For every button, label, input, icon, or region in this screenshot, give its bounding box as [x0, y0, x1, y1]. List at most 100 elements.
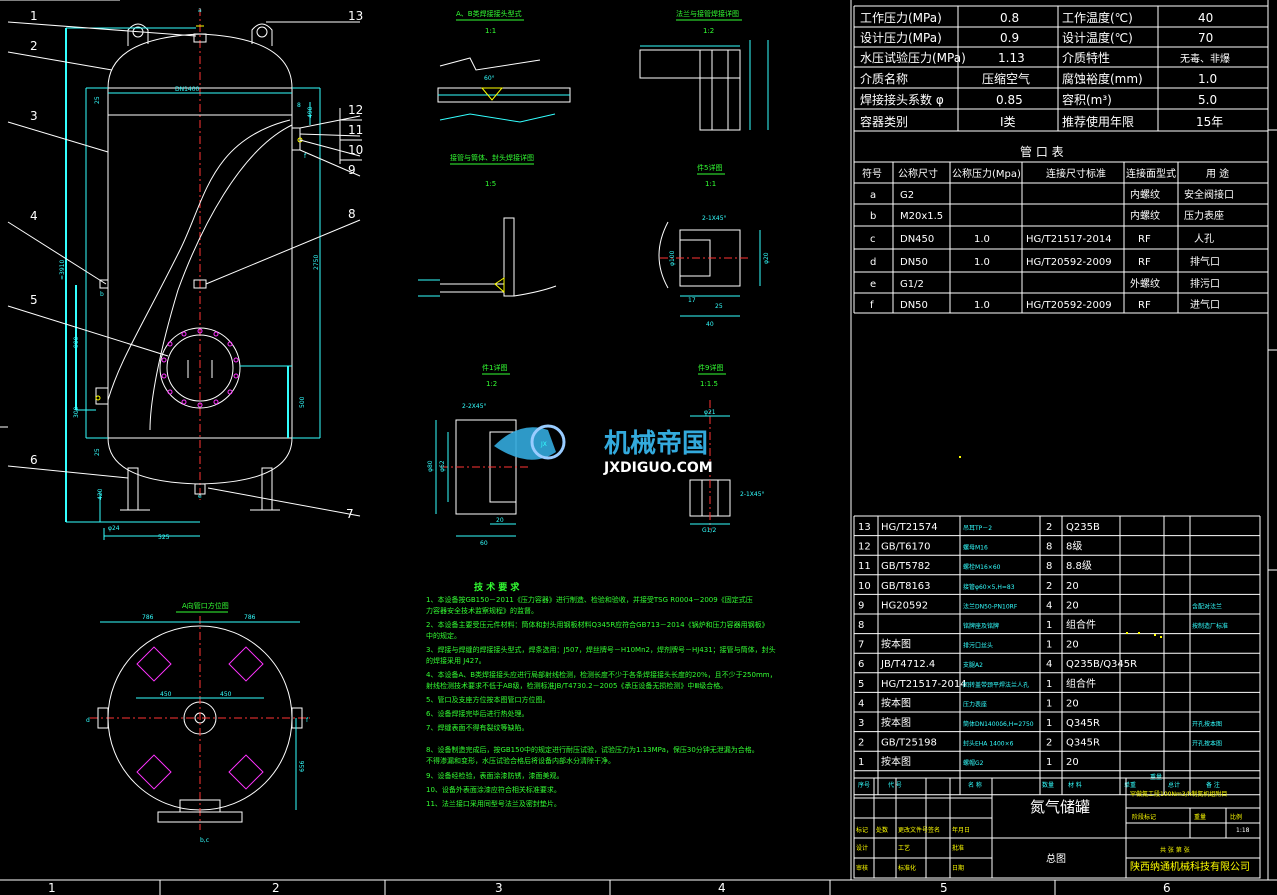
parts-header: 重量 — [1150, 773, 1162, 781]
part-remark: 含配对法兰 — [1192, 602, 1222, 610]
detail-scale: 1:1 — [705, 180, 716, 188]
part-material: 20 — [1066, 698, 1079, 709]
param-value: 70 — [1198, 31, 1213, 45]
tech-item: 7、焊缝表面不得有裂纹等缺陷。 — [426, 723, 528, 732]
part-code: HG/T21517-2014 — [881, 679, 967, 690]
watermark: JX 机械帝国 JXDIGUO.COM — [494, 424, 713, 476]
param-value: Ⅰ类 — [1000, 115, 1016, 129]
nozzle-table: 管 口 表 符号 公称尺寸 公称压力(Mpa) 连接尺寸标准 连接面型式 用 途… — [854, 144, 1268, 314]
tech-item: 中的规定。 — [426, 631, 461, 640]
nozzle-row: d DN50 1.0 HG/T20592-2009 RF 排气口 — [870, 255, 1220, 268]
cell: RF — [1138, 300, 1151, 311]
part-material: 组合件 — [1066, 618, 1096, 631]
nozzle-row: f DN50 1.0 HG/T20592-2009 RF 进气口 — [870, 298, 1220, 311]
callout: 12 — [348, 103, 363, 117]
part-name: 接管φ60×5,H=83 — [963, 583, 1015, 591]
tb-label: 工艺 — [898, 844, 910, 852]
part-qty: 1 — [1046, 698, 1052, 709]
project-name: 罕做氮工段100Nm3/h制氮机组附目 — [1130, 790, 1227, 798]
cell: e — [870, 279, 876, 290]
detail-scale: 1:2 — [703, 27, 714, 35]
cell: HG/T21517-2014 — [1026, 234, 1112, 245]
dim: φ20 — [763, 252, 770, 264]
parts-header: 材 料 — [1068, 781, 1082, 789]
parts-header: 单重 — [1124, 781, 1136, 789]
parts-header: 总计 — [1168, 781, 1180, 789]
dim-300: 300 — [73, 406, 80, 418]
part-material: Q235B — [1066, 522, 1100, 533]
nozzle-label: f — [306, 717, 309, 724]
nozzle-row: b M20x1.5 内螺纹 压力表座 — [870, 209, 1224, 222]
cell: a — [870, 190, 876, 201]
param-value: 15年 — [1196, 115, 1223, 129]
part-code: HG20592 — [881, 600, 928, 611]
part-material: 20 — [1066, 600, 1079, 611]
cell: M20x1.5 — [900, 211, 943, 222]
part-name: 螺帽G2 — [963, 759, 984, 767]
tech-item: 1、本设备按GB150－2011《压力容器》进行制造、检验和验收，并接受TSG … — [426, 595, 753, 604]
design-params-table: 工作压力(MPa) 0.8 工作温度(℃) 40 设计压力(MPa) 0.9 设… — [853, 5, 1268, 313]
cell: DN50 — [900, 300, 928, 311]
part-name: 回转盖带颈平焊法兰人孔 — [963, 681, 1029, 689]
dim: 656 — [299, 760, 306, 772]
sheet-info: 共 张 第 张 — [1160, 846, 1190, 854]
param-label: 介质名称 — [860, 71, 908, 86]
cell: 排气口 — [1190, 255, 1220, 268]
tech-item: 9、设备经检验，表面涂漆防锈，漆面美观。 — [426, 771, 563, 780]
dim: 450 — [220, 691, 232, 698]
param-value: 5.0 — [1198, 93, 1217, 107]
chamfer-note: 2-1X45° — [740, 491, 765, 498]
dim: 20 — [496, 517, 504, 524]
zone-number: 5 — [940, 881, 948, 895]
cell: c — [870, 234, 876, 245]
tb-label: 年月日 — [952, 826, 970, 834]
tech-title: 技 术 要 求 — [474, 581, 520, 593]
part-remark: 开孔按本图 — [1192, 720, 1222, 728]
part-name: 排污口丝头 — [963, 642, 993, 650]
tb-label: 更改文件号 — [898, 826, 928, 834]
param-label: 容器类别 — [860, 114, 908, 129]
zone-number: 6 — [1163, 881, 1171, 895]
svg-text:JX: JX — [540, 441, 547, 448]
drawing-subtitle: 总图 — [1046, 852, 1066, 865]
part-qty: 1 — [1046, 757, 1052, 768]
detail-title: 接管与筒体、封头焊接详图 — [450, 153, 534, 162]
cell: RF — [1138, 257, 1151, 268]
dim-25-top: 25 — [94, 96, 101, 104]
detail-scale: 1:2 — [486, 380, 497, 388]
part-number: 2 — [858, 738, 864, 749]
part-code: 按本图 — [881, 716, 911, 729]
chamfer-note: 2-2X45° — [462, 403, 487, 410]
part-qty: 4 — [1046, 659, 1052, 670]
cell: DN450 — [900, 234, 934, 245]
part-remark: 按制造厂标准 — [1192, 622, 1228, 630]
tech-item: 6、设备焊接完毕后进行热处理。 — [426, 709, 528, 718]
part-name: 压力表座 — [963, 700, 987, 708]
param-label: 容积(m³) — [1062, 92, 1112, 107]
part-qty: 8 — [1046, 561, 1052, 572]
callout: 2 — [30, 39, 38, 53]
part-number: 13 — [858, 522, 871, 533]
part-material: 20 — [1066, 757, 1079, 768]
dim-straight-length: 2750 — [313, 255, 320, 270]
tech-item: 4、本设备A、B类焊接接头应进行局部射线检测，检测长度不少于各条焊接接头长度的2… — [426, 670, 777, 679]
part-qty: 4 — [1046, 600, 1052, 611]
detail-scale: 1:5 — [485, 180, 496, 188]
zone-number: 3 — [495, 881, 503, 895]
nozzle-label: f — [304, 153, 307, 160]
callout: 4 — [30, 209, 38, 223]
param-value: 压缩空气 — [982, 71, 1030, 86]
callout: 6 — [30, 453, 38, 467]
cell: b — [870, 211, 876, 222]
dim: 60 — [480, 540, 488, 547]
part-number: 11 — [858, 561, 871, 572]
param-label: 工作压力(MPa) — [860, 11, 942, 25]
part-number: 4 — [858, 698, 864, 709]
param-value: 40 — [1198, 11, 1213, 25]
part-code: GB/T5782 — [881, 561, 931, 572]
callout: 7 — [346, 507, 354, 521]
detail-weld-joint: A、B类焊接接头型式 1:1 60° — [437, 9, 571, 123]
part-material: 20 — [1066, 640, 1079, 651]
tech-item: 3、焊接与焊缝的焊接接头型式，焊条选用：J507，焊丝牌号－H10Mn2，焊剂牌… — [426, 645, 776, 654]
